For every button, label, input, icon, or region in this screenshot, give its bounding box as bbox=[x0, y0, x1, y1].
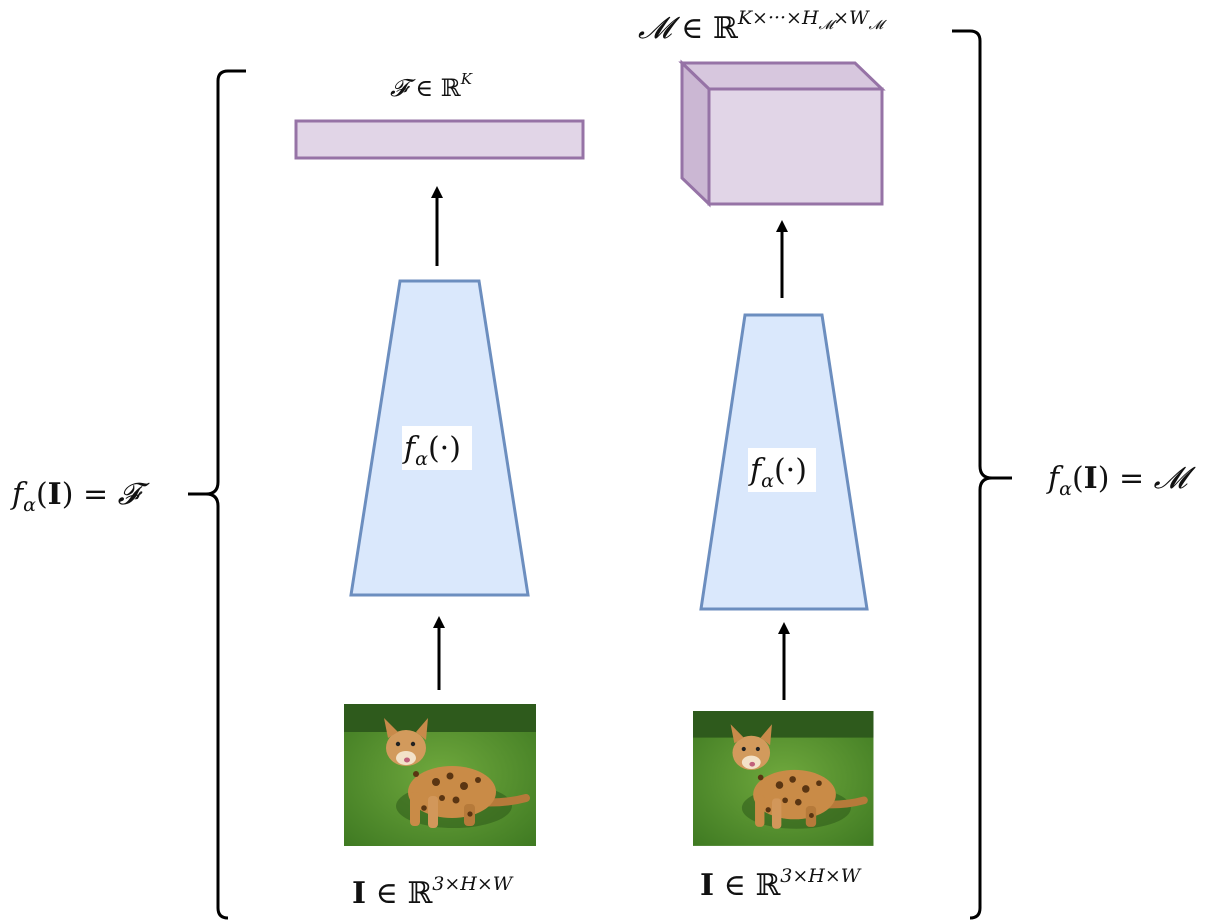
encoder-label-left: fα(·) bbox=[402, 431, 461, 470]
feature-map-label: 𝓜 ∈ ℝK×···×H𝓜×W𝓜 bbox=[638, 7, 888, 46]
feature-map-cube bbox=[678, 59, 886, 208]
encoder-label-bg-right bbox=[748, 448, 816, 492]
encoder-label-right: fα(·) bbox=[748, 453, 807, 492]
cat-photo-icon bbox=[344, 704, 536, 846]
right-brace bbox=[952, 29, 1012, 920]
left-equation: fα(I) = 𝓕 bbox=[10, 477, 151, 516]
left-brace bbox=[188, 69, 246, 920]
input-image-label-left: I ∈ ℝ3×H×W bbox=[352, 873, 514, 911]
input-image-label-right: I ∈ ℝ3×H×W bbox=[700, 865, 862, 903]
right-equation: fα(I) = 𝓜 bbox=[1046, 461, 1197, 500]
cat-photo-icon bbox=[693, 711, 873, 846]
feature-vector bbox=[294, 119, 585, 160]
encoder-label-bg-left bbox=[402, 426, 472, 470]
feature-vector-label: 𝓕 ∈ ℝK bbox=[390, 70, 473, 102]
